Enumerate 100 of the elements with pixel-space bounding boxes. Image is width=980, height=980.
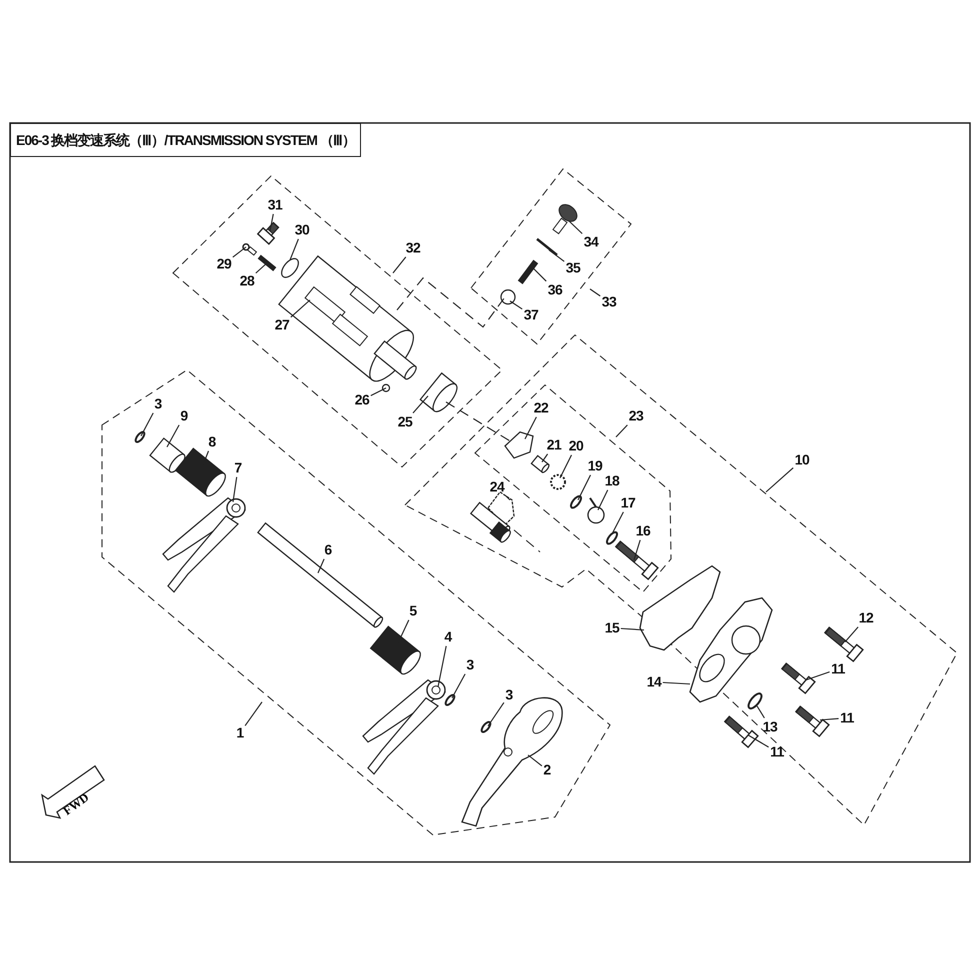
callout-number: 12 (858, 610, 874, 626)
screw (256, 222, 280, 245)
bolt (724, 716, 759, 748)
leader-line (269, 214, 274, 232)
callout-number: 18 (604, 474, 620, 488)
leader-line (756, 706, 765, 718)
cam-plate (504, 431, 534, 459)
leader-line (370, 388, 386, 396)
gasket (639, 565, 721, 651)
callout-number: 20 (568, 438, 584, 454)
leader-line (140, 412, 154, 436)
leader-line (318, 558, 325, 574)
callout-number: 33 (602, 294, 616, 310)
callout-number: 23 (628, 408, 644, 424)
o-ring (536, 238, 558, 256)
bolt (780, 662, 816, 694)
dashed-connector-line (396, 277, 506, 328)
leader-line (620, 628, 644, 631)
leader-line (820, 718, 839, 721)
leader-line (844, 626, 859, 642)
callout-number: 5 (409, 604, 417, 618)
callout-number: 19 (588, 458, 602, 474)
coil-spring (518, 260, 538, 284)
callout-number: 10 (794, 452, 810, 468)
bolt (794, 705, 830, 738)
callout-number: 1 (236, 726, 244, 740)
title: E06-3 换档变速系统（Ⅲ）/TRANSMISSION SYSTEM （Ⅲ） (10, 123, 361, 157)
retaining-ring (444, 694, 456, 706)
bolt (824, 626, 864, 662)
callout-number: 29 (216, 256, 232, 272)
callout-number: 34 (584, 234, 598, 250)
leader-line (568, 220, 583, 234)
leader-line (289, 238, 299, 260)
washer (281, 258, 299, 278)
callout-number: 24 (490, 480, 504, 494)
leader-line (232, 476, 238, 502)
leader-line (505, 495, 510, 500)
callout-number: 21 (546, 438, 562, 452)
leader-line (560, 454, 572, 478)
callout-number: 14 (646, 674, 662, 690)
leader-line (578, 474, 591, 500)
leader-line (488, 702, 504, 726)
callout-number: 28 (240, 274, 254, 288)
bearing (419, 372, 458, 412)
bolt (614, 540, 659, 580)
retaining-ring (480, 721, 492, 733)
leader-line (392, 256, 406, 274)
callout-number: 3 (505, 688, 513, 702)
leader-line (616, 424, 628, 438)
callout-number: 7 (234, 460, 242, 476)
leader-line (452, 674, 466, 698)
leader-line (510, 300, 522, 310)
washer (606, 531, 618, 545)
callout-number: 17 (620, 496, 636, 510)
leader-line (524, 416, 537, 440)
callout-number: 27 (274, 318, 290, 332)
leader-line (412, 396, 428, 414)
shift-fork (362, 679, 446, 775)
leader-line (290, 300, 310, 318)
callout-number: 31 (268, 198, 282, 212)
shift-fork (162, 497, 246, 593)
leader-line (548, 250, 565, 262)
callout-number: 11 (831, 662, 845, 676)
coil-spring (370, 626, 421, 675)
callout-number: 30 (294, 222, 310, 238)
oil-seal (748, 692, 762, 710)
leader-line (633, 540, 641, 560)
leader-line (612, 512, 624, 534)
callout-number: 16 (636, 524, 650, 538)
callout-number: 22 (534, 400, 548, 416)
ball (500, 289, 516, 305)
leader-line (590, 288, 601, 296)
cover (689, 597, 773, 703)
callout-number: 36 (548, 282, 562, 298)
callout-number: 13 (762, 720, 778, 734)
callout-number: 3 (466, 658, 474, 672)
leader-line (437, 646, 447, 688)
plug-bolt (552, 204, 578, 234)
dashed-connector-line (446, 402, 510, 442)
bushing (530, 454, 550, 474)
leader-line (166, 424, 180, 448)
callout-number: 11 (840, 710, 854, 726)
callout-number: 4 (444, 630, 452, 644)
leader-line (748, 734, 769, 748)
callout-number: 32 (406, 240, 420, 256)
pin (382, 384, 390, 392)
leader-line (255, 262, 268, 274)
washer (570, 495, 582, 509)
callout-number: 37 (524, 308, 538, 322)
callout-number: 25 (398, 414, 412, 430)
leader-line (528, 754, 542, 766)
torsion-spring (587, 497, 605, 524)
leader-line (598, 490, 608, 510)
leader-line (542, 454, 548, 462)
retaining-ring (134, 431, 146, 443)
shaft (257, 522, 384, 628)
shift-shaft (470, 491, 515, 543)
callout-number: 11 (770, 744, 784, 760)
callout-number: 26 (354, 392, 370, 408)
callout-number: 6 (324, 542, 332, 558)
